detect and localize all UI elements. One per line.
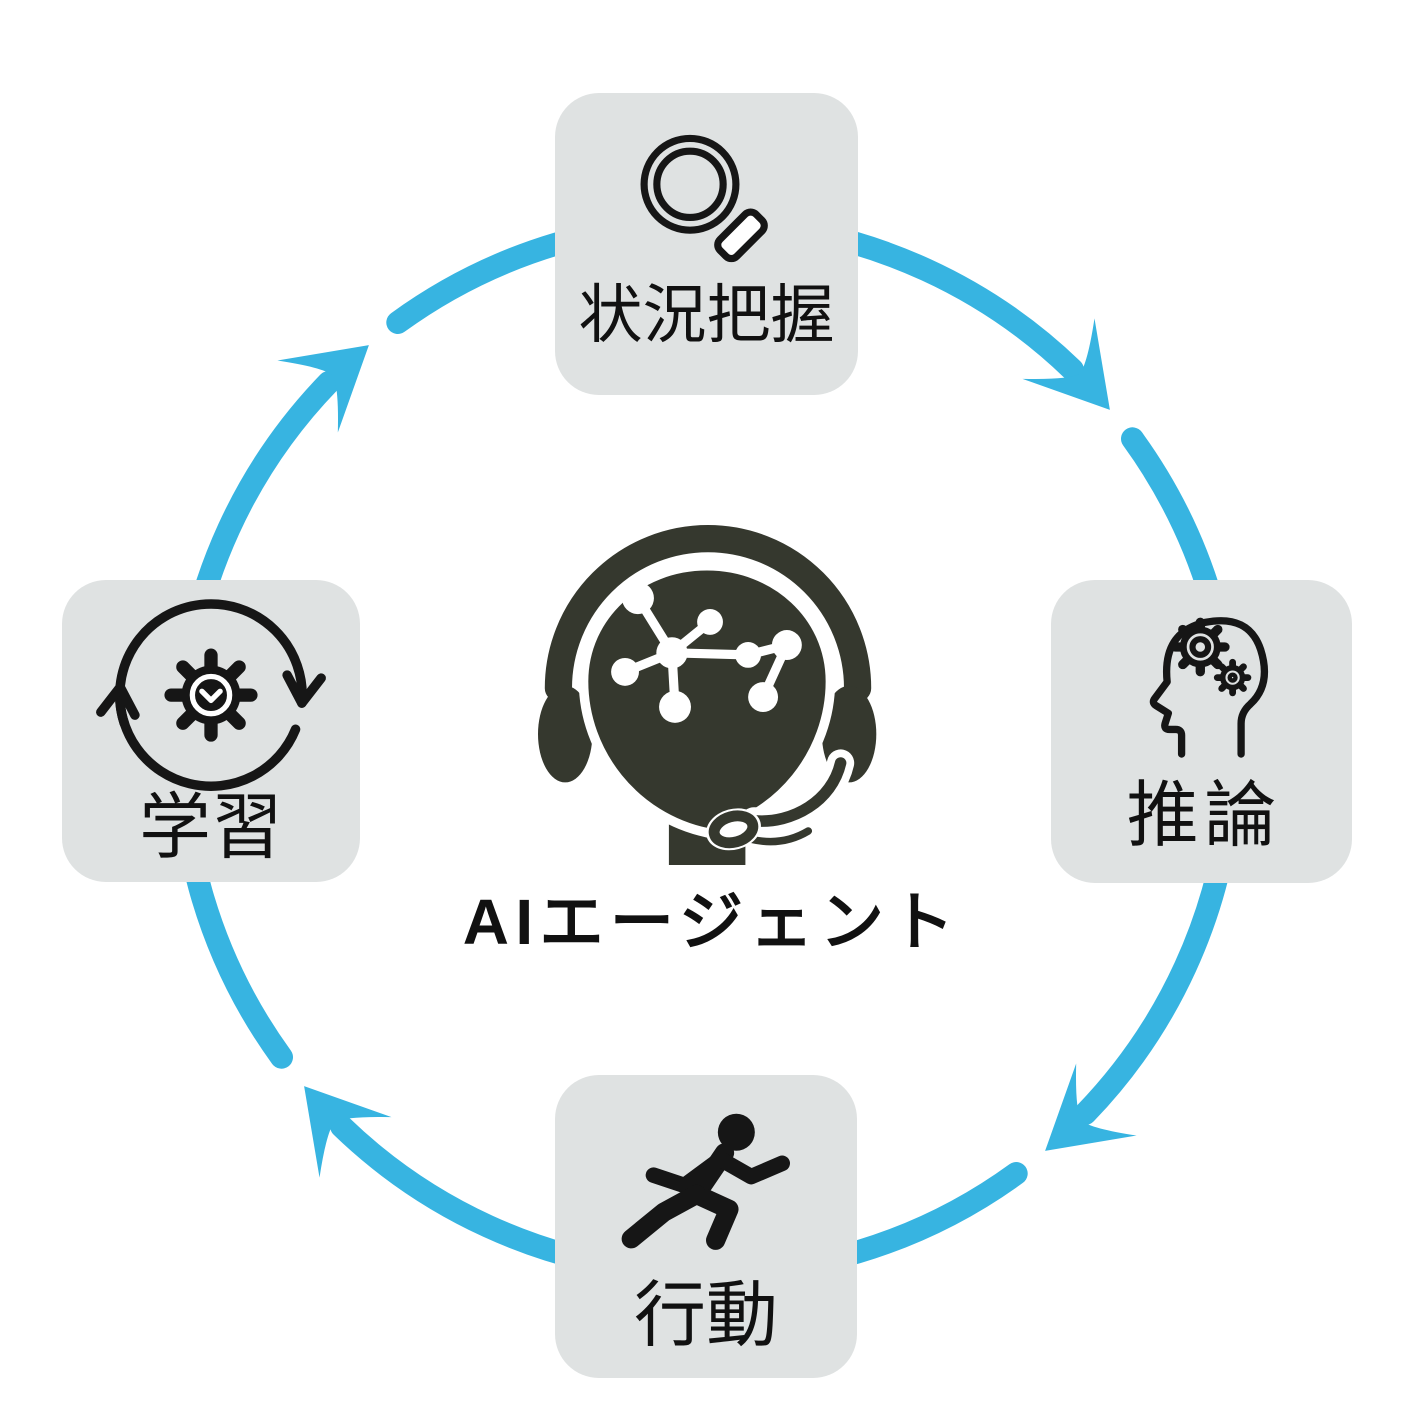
running-person-icon (621, 1113, 790, 1250)
cycle-node-top: 状況把握 (555, 93, 858, 395)
microphone-tip (706, 808, 761, 851)
agent-head (578, 561, 836, 838)
arrowhead-se (1045, 1063, 1137, 1151)
cycle-node-bottom: 行動 (555, 1075, 857, 1378)
magnifying-glass-icon (640, 134, 768, 263)
center-label: AIエージェント (462, 886, 961, 958)
large-gear (1170, 617, 1230, 677)
sync-arrows (96, 599, 326, 791)
solid-gear (164, 648, 258, 742)
node-label-top: 状況把握 (578, 279, 835, 351)
headset-earcup-left (538, 685, 593, 783)
neural-network (611, 582, 802, 723)
arrowhead-ne (1022, 318, 1110, 410)
cycle-node-right: 推論 (1051, 580, 1352, 883)
node-label-right: 推論 (1126, 776, 1283, 856)
headset-band (544, 525, 872, 702)
magnifier-handle (713, 208, 768, 263)
gear-sync-icon (96, 599, 326, 791)
cycle-node-left: 学習 (62, 580, 360, 882)
node-label-left: 学習 (138, 788, 283, 868)
small-gear (1213, 658, 1251, 697)
agent-headset-icon (538, 525, 877, 865)
arrowhead-sw (304, 1086, 392, 1178)
head-gears-icon (1149, 617, 1268, 758)
arrowhead-nw (277, 345, 369, 433)
node-label-bottom: 行動 (633, 1276, 778, 1356)
microphone-boom (706, 749, 855, 851)
